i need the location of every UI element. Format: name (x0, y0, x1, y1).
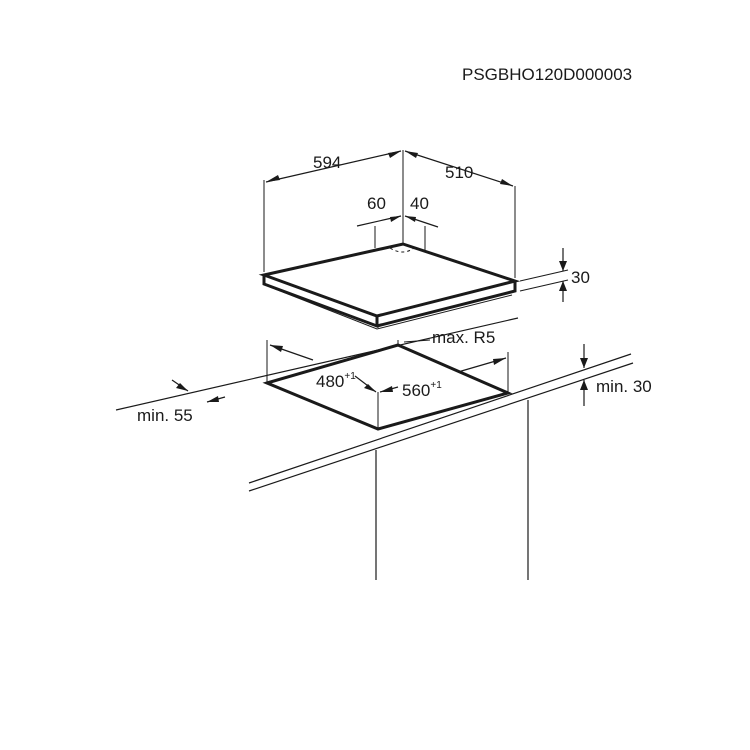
gas-connection (389, 247, 415, 253)
hob-offset-right-label: 40 (410, 194, 429, 213)
cutout (262, 339, 513, 431)
min-front-edge-label: min. 55 (137, 406, 193, 425)
worktop (115, 317, 634, 580)
hob-unit (258, 242, 521, 330)
cutout-depth-tolerance: +1 (344, 371, 356, 382)
hob-height-label: 30 (571, 268, 590, 287)
cutout-width-tolerance: +1 (430, 380, 442, 391)
hob-depth-label: 510 (445, 163, 473, 182)
cutout-depth-value: 480 (316, 372, 344, 391)
min-worktop-thickness-dimension (580, 344, 588, 406)
min-worktop-thickness-label: min. 30 (596, 377, 652, 396)
hob-dimension-lines (263, 150, 569, 302)
min-front-edge-dimension (171, 379, 226, 403)
hob-offset-left-label: 60 (367, 194, 386, 213)
hob-front-edge-right (376, 281, 517, 328)
cutout-corner-radius-label: max. R5 (432, 328, 495, 347)
hob-front-edge-left (262, 275, 379, 329)
hob-width-label: 594 (313, 153, 341, 172)
cutout-width-label: 560+1 (402, 380, 442, 400)
cutout-width-value: 560 (402, 381, 430, 400)
document-code: PSGBHO120D000003 (462, 65, 632, 84)
hob-bottom-line (269, 286, 513, 330)
hob-top-outline (258, 242, 521, 318)
cutout-depth-label: 480+1 (316, 371, 356, 391)
